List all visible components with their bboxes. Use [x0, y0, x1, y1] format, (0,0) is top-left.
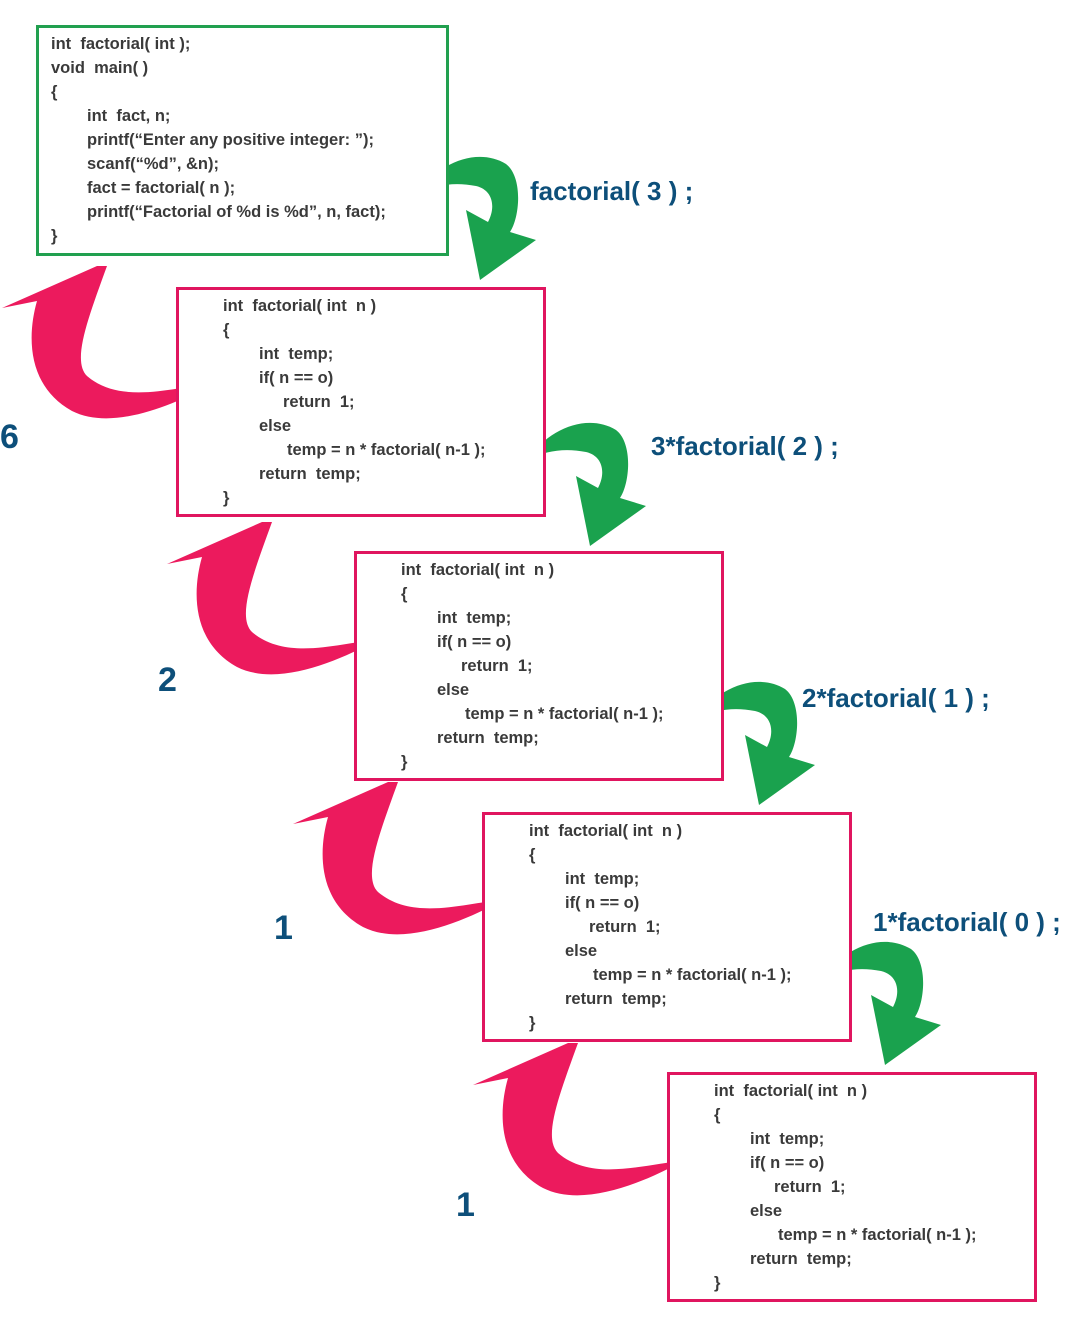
code-line: return 1; [589, 918, 661, 936]
code-line: if( n == o) [750, 1154, 825, 1172]
code-line: return 1; [283, 393, 355, 411]
code-line: temp = n * factorial( n-1 ); [287, 441, 486, 459]
code-line: return temp; [750, 1250, 852, 1268]
code-line: } [529, 1014, 536, 1032]
code-line: if( n == o) [565, 894, 640, 912]
return-value-2: 2 [158, 661, 177, 699]
code-line: return 1; [461, 657, 533, 675]
code-line: int factorial( int n ) [529, 822, 683, 840]
call-label-3: 2*factorial( 1 ) ; [802, 683, 990, 713]
code-line: else [259, 417, 292, 435]
code-line: int factorial( int n ) [223, 297, 377, 315]
code-line: int fact, n; [87, 107, 171, 125]
call-label-2: 3*factorial( 2 ) ; [651, 431, 839, 461]
code-line: void main( ) [51, 59, 149, 77]
code-line: temp = n * factorial( n-1 ); [778, 1226, 977, 1244]
code-line: int temp; [750, 1130, 825, 1148]
factorial-code-block: int factorial( int n ) { int temp; if( n ==… [667, 1072, 1037, 1302]
code-line: if( n == o) [259, 369, 334, 387]
code-line: if( n == o) [437, 633, 512, 651]
code-line: printf(“Factorial of %d is %d”, n, fact)… [87, 203, 386, 221]
code-line: int factorial( int n ) [714, 1082, 868, 1100]
code-line: int temp; [259, 345, 334, 363]
factorial-code-block: int factorial( int n ) { int temp; if( n ==… [354, 551, 724, 781]
code-line: } [714, 1274, 721, 1292]
code-line: } [51, 227, 58, 245]
factorial-code-block: int factorial( int n ) { int temp; if( n ==… [176, 287, 546, 517]
return-arrow [293, 782, 503, 935]
code-line: } [223, 489, 230, 507]
code-line: return temp; [259, 465, 361, 483]
code-line: { [401, 585, 408, 603]
return-value-1: 6 [0, 418, 19, 456]
return-value-4: 1 [456, 1186, 475, 1224]
code-line: printf(“Enter any positive integer: ”); [87, 131, 374, 149]
main-code-block: int factorial( int ); void main( ) { int… [36, 25, 449, 256]
return-arrow [473, 1043, 683, 1196]
code-line: scanf(“%d”, &n); [87, 155, 219, 173]
return-value-3: 1 [274, 909, 293, 947]
call-label-4: 1*factorial( 0 ) ; [873, 907, 1061, 937]
code-line: return 1; [774, 1178, 846, 1196]
code-line: return temp; [437, 729, 539, 747]
code-line: return temp; [565, 990, 667, 1008]
code-line: int temp; [437, 609, 512, 627]
code-line: } [401, 753, 408, 771]
code-line: int factorial( int n ) [401, 561, 555, 579]
code-line: else [565, 942, 598, 960]
code-line: { [529, 846, 536, 864]
code-line: temp = n * factorial( n-1 ); [593, 966, 792, 984]
code-line: fact = factorial( n ); [87, 179, 236, 197]
code-line: else [750, 1202, 783, 1220]
code-line: temp = n * factorial( n-1 ); [465, 705, 664, 723]
factorial-code-block: int factorial( int n ) { int temp; if( n ==… [482, 812, 852, 1042]
code-line: { [223, 321, 230, 339]
code-line: { [714, 1106, 721, 1124]
code-line: else [437, 681, 470, 699]
call-label-1: factorial( 3 ) ; [530, 176, 694, 206]
return-arrow [167, 522, 377, 675]
code-line: int factorial( int ); [51, 35, 191, 53]
code-line: { [51, 83, 58, 101]
code-line: int temp; [565, 870, 640, 888]
